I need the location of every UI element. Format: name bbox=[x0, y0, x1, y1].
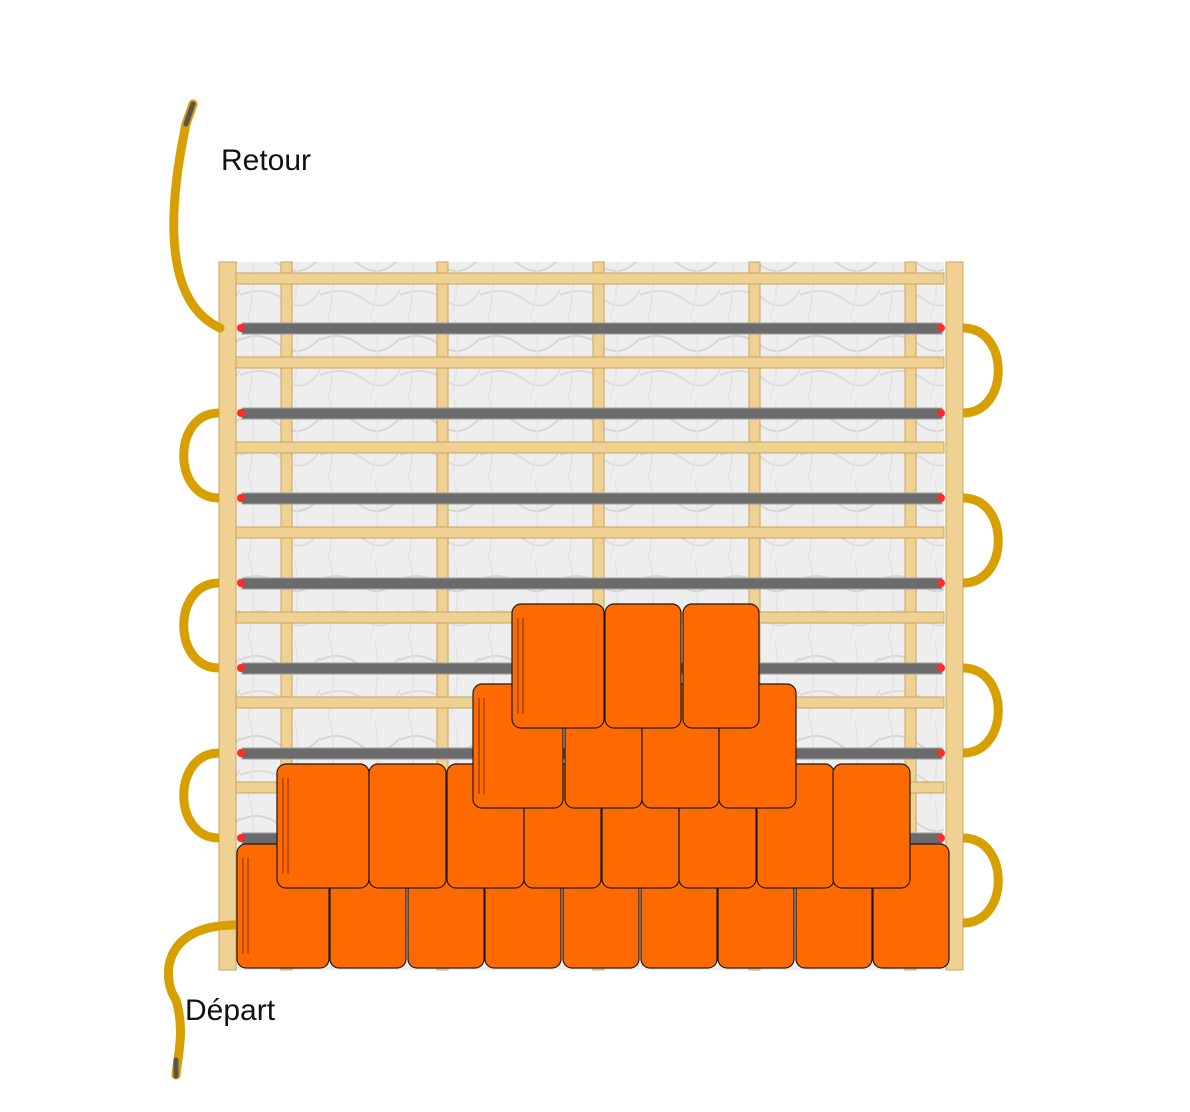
horizontal-batten bbox=[235, 441, 945, 454]
roof-tile bbox=[682, 603, 760, 729]
roof-tile bbox=[368, 763, 447, 889]
supply-pipe-lead bbox=[163, 920, 241, 1080]
rail-connector bbox=[937, 494, 945, 502]
pipe-loop-right bbox=[962, 323, 1003, 418]
heating-rail bbox=[241, 322, 943, 335]
heating-rail bbox=[241, 492, 943, 505]
roof-tile bbox=[604, 603, 682, 729]
return-label: Retour bbox=[221, 144, 311, 177]
pipe-loop-left bbox=[179, 578, 220, 673]
rail-connector bbox=[237, 834, 245, 842]
pipe-loops bbox=[179, 323, 1003, 928]
roof-tile bbox=[276, 763, 370, 889]
pipe-ends bbox=[173, 101, 196, 1079]
rail-connector bbox=[937, 579, 945, 587]
rail-connector bbox=[937, 324, 945, 332]
rail-connector bbox=[237, 409, 245, 417]
rail-connector bbox=[937, 749, 945, 757]
rail-connector bbox=[937, 664, 945, 672]
pipe-loop-right bbox=[962, 833, 1003, 928]
pipe-loop-left bbox=[179, 408, 220, 503]
right-frame-post bbox=[945, 261, 964, 971]
roof-tiles bbox=[236, 603, 950, 969]
left-frame-post bbox=[218, 261, 237, 971]
supply-label: Départ bbox=[185, 994, 276, 1027]
return-pipe-lead bbox=[169, 99, 225, 333]
heating-rail bbox=[241, 577, 943, 590]
horizontal-batten bbox=[235, 356, 945, 369]
rail-connector bbox=[237, 664, 245, 672]
roof-tile bbox=[832, 763, 911, 889]
roof-tile bbox=[511, 603, 605, 729]
horizontal-batten bbox=[235, 272, 945, 285]
rail-connector bbox=[237, 324, 245, 332]
heating-rail bbox=[241, 407, 943, 420]
rail-connector bbox=[237, 579, 245, 587]
heating-pipe bbox=[163, 99, 241, 1080]
pipe-loop-right bbox=[962, 663, 1003, 758]
return-pipe-end bbox=[183, 101, 196, 127]
rail-connector bbox=[237, 494, 245, 502]
pipe-loop-right bbox=[962, 493, 1003, 588]
rail-connector bbox=[237, 749, 245, 757]
horizontal-batten bbox=[235, 526, 945, 539]
rail-connector bbox=[937, 409, 945, 417]
pipe-loop-left bbox=[179, 748, 220, 843]
rail-connector bbox=[937, 834, 945, 842]
